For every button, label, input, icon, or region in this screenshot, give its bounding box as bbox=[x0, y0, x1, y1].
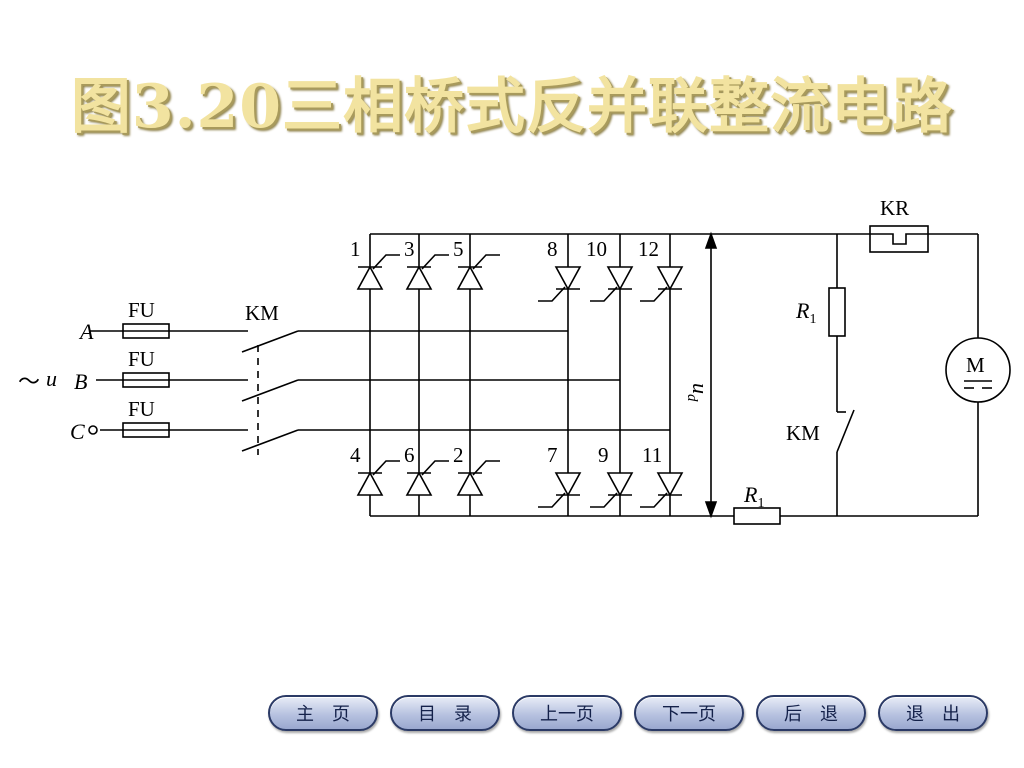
fuse-label-a: FU bbox=[128, 298, 155, 322]
thyristor-symbol bbox=[640, 472, 684, 508]
thyristor-label: 9 bbox=[598, 443, 609, 467]
thyristor-symbol bbox=[356, 254, 400, 290]
ac-source-variable: u bbox=[46, 366, 57, 391]
thyristor-symbol bbox=[590, 266, 634, 302]
resistor-label-bottom: R1 bbox=[743, 482, 764, 511]
thyristor-label: 2 bbox=[453, 443, 464, 467]
previous-page-button[interactable]: 上一页 bbox=[512, 695, 622, 731]
thyristor-label: 10 bbox=[586, 237, 607, 261]
circuit-diagram: A B C ～ u FU FU FU KM KR R1 R1 KM M ud 1… bbox=[18, 196, 1011, 525]
thyristor-symbol bbox=[356, 460, 400, 496]
exit-button[interactable]: 退 出 bbox=[878, 695, 988, 731]
thyristor-symbol bbox=[405, 254, 449, 290]
thyristor-symbol bbox=[456, 460, 500, 496]
ac-source-symbol: ～ bbox=[18, 369, 40, 394]
slide-title: 图3.20三相桥式反并联整流电路 bbox=[70, 72, 954, 142]
thyristor-symbol bbox=[538, 472, 582, 508]
phase-a-label: A bbox=[78, 319, 94, 344]
km-contact-label: KM bbox=[786, 421, 820, 445]
thyristor-label: 7 bbox=[547, 443, 558, 467]
thyristor-label: 4 bbox=[350, 443, 361, 467]
next-page-button[interactable]: 下一页 bbox=[634, 695, 744, 731]
back-button[interactable]: 后 退 bbox=[756, 695, 866, 731]
thyristor-symbol bbox=[538, 266, 582, 302]
thyristor-symbol bbox=[590, 472, 634, 508]
thyristor-symbol bbox=[640, 266, 684, 302]
motor-label: M bbox=[966, 353, 985, 377]
thyristor-label: 8 bbox=[547, 237, 558, 261]
thyristor-symbol bbox=[456, 254, 500, 290]
thyristor-label: 5 bbox=[453, 237, 464, 261]
phase-c-label: C bbox=[70, 419, 85, 444]
thyristor-symbol bbox=[405, 460, 449, 496]
navigation-bar: 主 页 目 录 上一页 下一页 后 退 退 出 bbox=[268, 695, 988, 731]
relay-label: KR bbox=[880, 196, 909, 220]
thyristor-label: 6 bbox=[404, 443, 415, 467]
phase-b-label: B bbox=[74, 369, 87, 394]
fuse-label-c: FU bbox=[128, 397, 155, 421]
contactor-label: KM bbox=[245, 301, 279, 325]
thyristor-label: 3 bbox=[404, 237, 415, 261]
resistor-label-top: R1 bbox=[795, 298, 816, 327]
output-voltage-label: ud bbox=[684, 383, 713, 402]
fuse-label-b: FU bbox=[128, 347, 155, 371]
thyristor-label: 11 bbox=[642, 443, 662, 467]
thyristor-label: 1 bbox=[350, 237, 361, 261]
home-button[interactable]: 主 页 bbox=[268, 695, 378, 731]
thyristor-label: 12 bbox=[638, 237, 659, 261]
contents-button[interactable]: 目 录 bbox=[390, 695, 500, 731]
